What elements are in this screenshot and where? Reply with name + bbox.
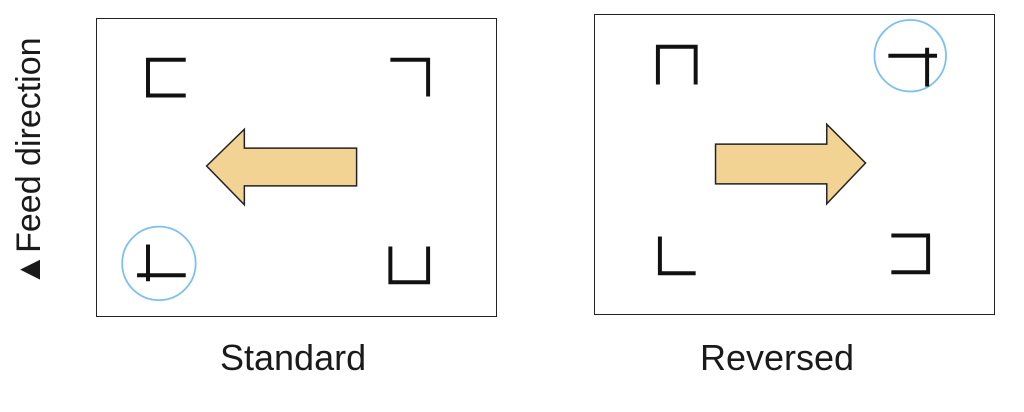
standard-diagram [121,57,431,302]
reversed-panel [594,14,995,315]
registration-mark-bottom-left [657,236,696,276]
registration-mark-bottom-right [891,233,931,275]
reversed-diagram [655,19,947,276]
registration-mark-top-right [390,57,431,97]
highlight-circle-top-right [873,19,947,93]
registration-mark-top-right [888,47,938,87]
highlight-circle-bottom-left [121,225,197,302]
feed-arrow-left [205,127,358,207]
registration-mark-bottom-right [388,246,431,285]
caption-standard: Standard [220,337,367,378]
caption-reversed: Reversed [700,337,855,378]
feed-arrow-right [714,122,867,206]
feed-direction-label-container: ▲Feed direction [4,12,50,312]
registration-mark-top-left [655,44,698,85]
registration-mark-bottom-left [137,244,186,282]
feed-direction-label: ▲Feed direction [10,37,48,286]
registration-mark-top-left [146,57,186,98]
feed-direction-label-svg: ▲Feed direction [10,37,48,286]
standard-panel [96,18,497,317]
